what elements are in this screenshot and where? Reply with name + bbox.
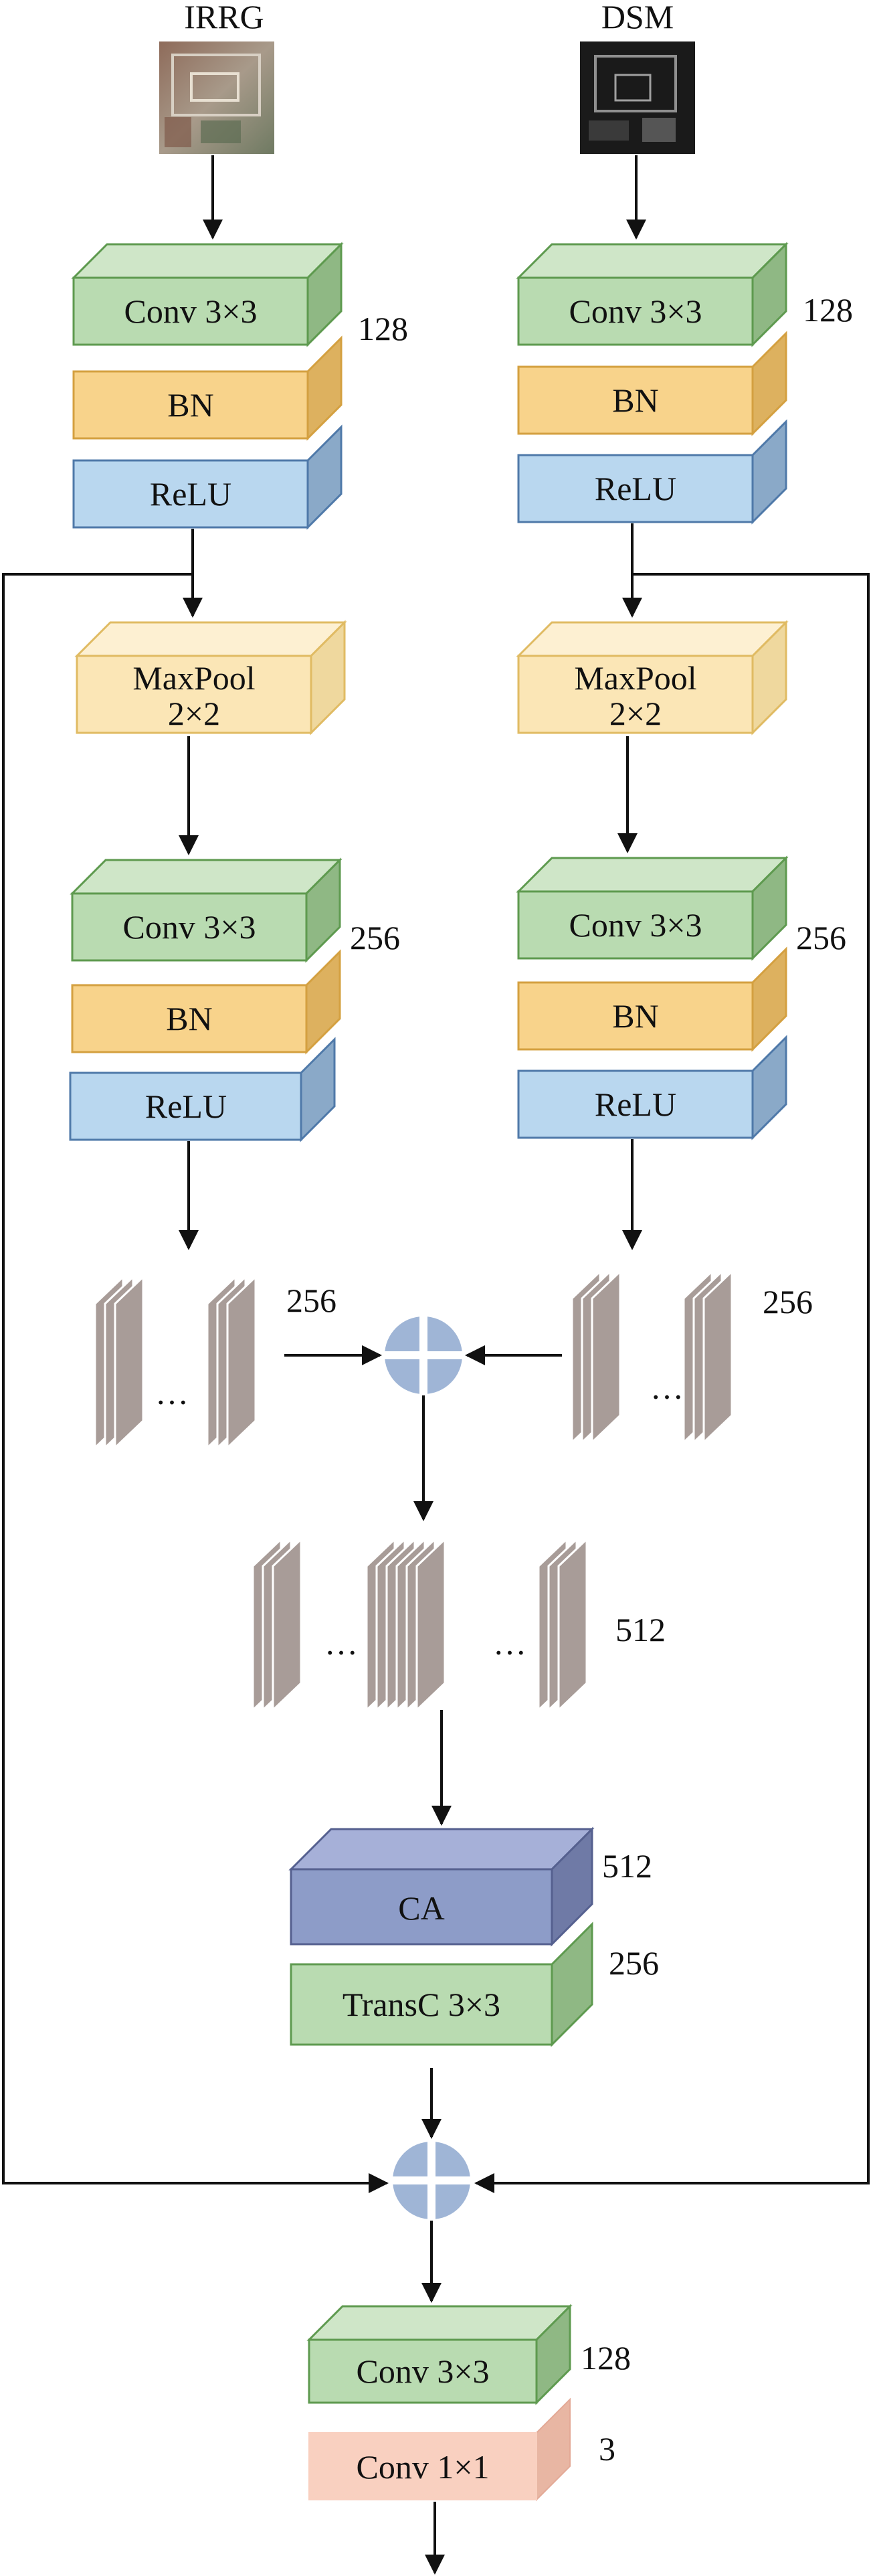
left-bn2-block: BN <box>71 949 341 1055</box>
right-maps-ellipsis: … <box>650 1369 684 1406</box>
right-relu2-block: ReLU <box>517 1035 787 1140</box>
output-conv1x1-block: Conv 1×1 <box>308 2397 571 2502</box>
fused-map-a-2 <box>272 1537 302 1713</box>
left-maxpool-label: MaxPool <box>132 659 255 697</box>
dsm-label: DSM <box>601 0 674 35</box>
right-bn1-block: BN <box>517 331 787 436</box>
right-skip-connection <box>474 573 870 2193</box>
right-feature-maps <box>571 1269 733 1445</box>
left-bn1-block: BN <box>72 335 343 441</box>
left-conv1-label: Conv 3×3 <box>124 292 257 330</box>
transc-channels: 256 <box>609 1944 659 1982</box>
left-relu2-block: ReLU <box>69 1037 336 1142</box>
ca-block: CA <box>288 1826 595 1947</box>
ca-label: CA <box>398 1889 444 1927</box>
right-conv1-block: Conv 3×3 <box>516 242 789 347</box>
right-ch1-label: 128 <box>803 291 853 329</box>
ca-channels: 512 <box>602 1847 652 1885</box>
fused-maps-channels: 512 <box>615 1611 666 1648</box>
right-maxpool-size: 2×2 <box>609 695 662 732</box>
right-map-a-2 <box>591 1269 621 1445</box>
right-maxpool-block: MaxPool 2×2 <box>516 620 789 736</box>
skip-fusion-add-icon <box>393 2142 470 2219</box>
output-conv3x3-label: Conv 3×3 <box>356 2352 489 2390</box>
right-ch2-label: 256 <box>796 919 846 956</box>
left-bn2-label: BN <box>166 1000 212 1037</box>
left-bn1-label: BN <box>167 386 213 424</box>
left-maps-ellipsis: … <box>155 1374 189 1411</box>
left-conv1-block: Conv 3×3 <box>71 242 344 347</box>
right-relu1-block: ReLU <box>517 419 787 525</box>
transc-block: TransC 3×3 <box>290 1921 593 2047</box>
left-maps-channels: 256 <box>286 1282 336 1319</box>
fused-feature-maps <box>252 1537 588 1713</box>
dsm-image <box>580 41 695 154</box>
right-maxpool-label: MaxPool <box>574 659 696 697</box>
irrg-image <box>159 41 274 154</box>
left-relu1-block: ReLU <box>72 424 343 530</box>
fused-maps-ellipsis-a: … <box>324 1624 358 1662</box>
feature-fusion-add-icon <box>385 1316 462 1394</box>
left-relu2-label: ReLU <box>145 1088 227 1125</box>
left-feature-maps <box>94 1274 257 1450</box>
right-conv2-block: Conv 3×3 <box>516 855 789 961</box>
left-maxpool-size: 2×2 <box>168 695 220 732</box>
right-conv1-label: Conv 3×3 <box>569 292 702 330</box>
transc-label: TransC 3×3 <box>343 1986 500 2023</box>
right-relu1-label: ReLU <box>595 470 676 507</box>
left-ch2-label: 256 <box>350 919 400 956</box>
output-conv3x3-channels: 128 <box>581 2339 631 2377</box>
left-relu1-label: ReLU <box>150 475 231 513</box>
right-bn1-label: BN <box>612 381 658 419</box>
right-bn2-label: BN <box>612 997 658 1035</box>
left-conv2-label: Conv 3×3 <box>122 908 256 946</box>
left-map-a-2 <box>114 1274 144 1450</box>
left-ch1-label: 128 <box>358 310 408 347</box>
fused-map-c-2 <box>557 1537 588 1713</box>
right-conv2-label: Conv 3×3 <box>569 906 702 944</box>
right-maps-channels: 256 <box>763 1283 813 1320</box>
fused-map-b-5 <box>415 1537 446 1713</box>
left-map-b-2 <box>226 1274 257 1450</box>
output-conv1x1-label: Conv 1×1 <box>356 2448 489 2486</box>
output-conv3x3-block: Conv 3×3 <box>306 2304 573 2405</box>
left-maxpool-block: MaxPool 2×2 <box>74 620 347 736</box>
right-map-b-2 <box>702 1269 733 1445</box>
flow-arrows <box>179 155 646 2575</box>
irrg-label: IRRG <box>184 0 264 35</box>
left-skip-connection <box>2 573 389 2193</box>
right-relu2-label: ReLU <box>595 1086 676 1123</box>
right-bn2-block: BN <box>517 946 787 1052</box>
fused-maps-ellipsis-b: … <box>493 1624 526 1662</box>
left-conv2-block: Conv 3×3 <box>70 857 343 963</box>
output-conv1x1-channels: 3 <box>599 2430 615 2468</box>
